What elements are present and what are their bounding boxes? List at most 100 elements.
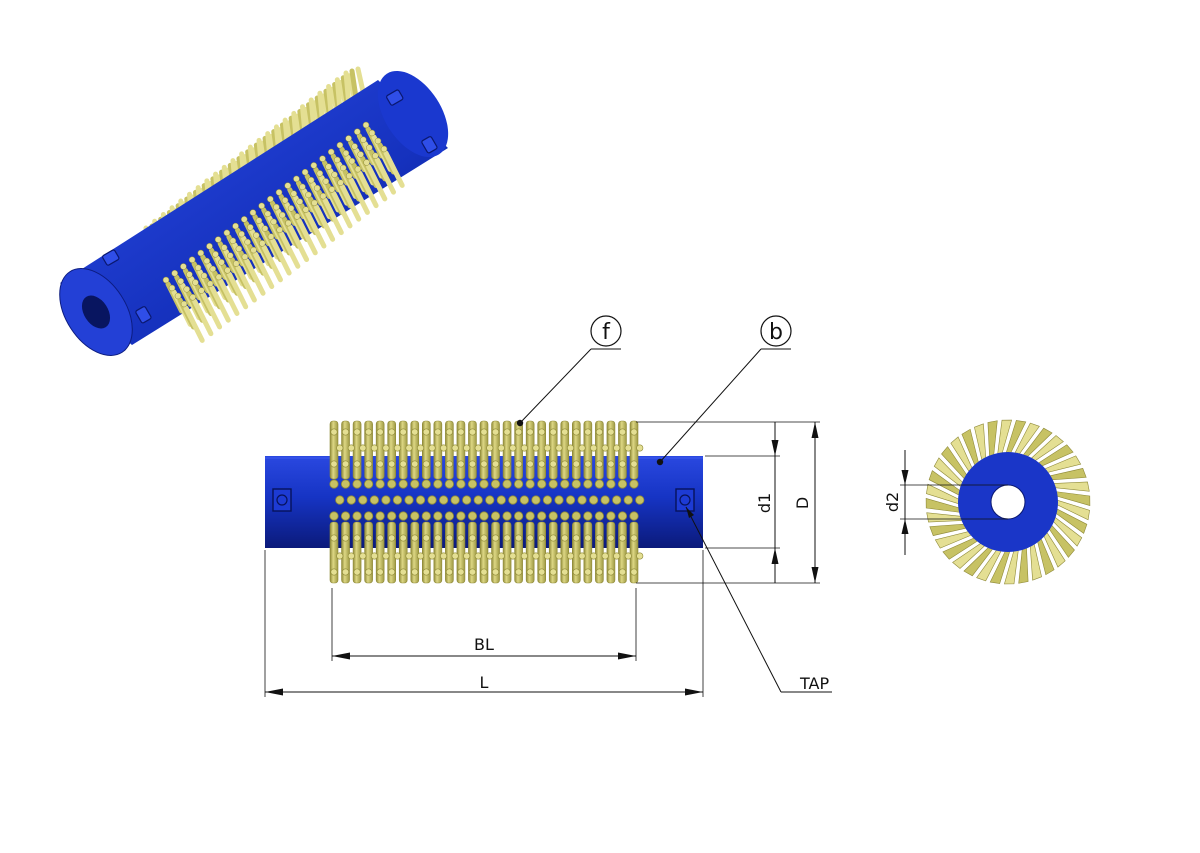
bristle-tip	[583, 511, 593, 521]
bristle-tip	[434, 568, 442, 576]
bristle-tip	[618, 460, 626, 468]
bristle-tip	[486, 444, 494, 452]
iso-bristle-tip	[284, 182, 291, 189]
bristle-tip	[606, 479, 616, 489]
callout-f-label: f	[602, 320, 611, 345]
bristle-tip	[624, 552, 632, 560]
bristle-tip	[589, 495, 599, 505]
bristle-tip	[492, 534, 500, 542]
bristle-tip	[508, 495, 518, 505]
iso-bristle-tip	[183, 286, 190, 293]
bristle-tip	[422, 428, 430, 436]
iso-bristle-tip	[363, 159, 370, 166]
iso-bristle-tip	[220, 244, 228, 251]
bristle-tip	[503, 460, 511, 468]
bristle-tip	[330, 534, 338, 542]
iso-bristle-tip	[339, 164, 347, 172]
iso-bristle	[331, 190, 353, 229]
bristle-tip	[532, 552, 540, 560]
bristle-tip	[353, 428, 361, 436]
bristle-tip	[370, 552, 378, 560]
bristle-tip	[387, 511, 397, 521]
bristle-tip	[617, 511, 628, 521]
bristle-tip	[467, 479, 478, 489]
iso-bristle-tip	[186, 271, 193, 278]
bristle-tip	[538, 534, 546, 542]
bristle-tip	[549, 428, 557, 436]
iso-bristle-tip	[345, 172, 353, 180]
bristle-tip	[445, 534, 453, 542]
bristle-tip	[548, 479, 558, 489]
bristle-tip	[526, 534, 534, 542]
bristle-tip	[474, 552, 482, 560]
iso-bristle	[244, 258, 266, 296]
bristle-tip	[364, 511, 374, 521]
iso-bristle-tip	[264, 210, 271, 218]
tap-hole-left	[272, 488, 292, 512]
bristle-tip	[439, 495, 449, 505]
iso-bristle-tip	[192, 279, 199, 286]
bristle-tip	[330, 568, 338, 576]
iso-bristle-tip	[290, 190, 297, 197]
tap-label: TAP	[799, 674, 829, 693]
bristle-tip	[421, 511, 431, 521]
bristle-tip	[340, 511, 351, 521]
bristle-tip	[445, 428, 453, 436]
dimension-lines: f b TAP BL L d1	[264, 315, 1008, 697]
bristle-tip	[399, 428, 407, 436]
bristle-tip	[492, 460, 500, 468]
bristle-tip	[365, 534, 373, 542]
bristle-tip	[480, 534, 488, 542]
iso-front-bristles	[162, 121, 405, 343]
bristle-tip	[381, 495, 391, 505]
iso-bristle	[287, 224, 310, 263]
bristle-tip	[468, 568, 476, 576]
bristle-tip	[336, 444, 344, 452]
iso-tap-hole	[102, 249, 120, 266]
bristle-tip	[571, 479, 581, 489]
bristle-tip	[492, 568, 500, 576]
bristle-tip	[451, 552, 459, 560]
bristle-tip	[352, 479, 362, 489]
bristle-tip	[434, 534, 442, 542]
iso-bristle-tip	[247, 224, 254, 231]
bristle-tip	[376, 428, 384, 436]
iso-bristle-tip	[171, 270, 178, 277]
iso-bristle-tip	[162, 276, 170, 284]
end-view	[925, 419, 1091, 585]
bristle-tip	[393, 444, 401, 452]
bristle-tip	[480, 460, 488, 468]
bristle-tip	[410, 511, 420, 521]
bristle-tip	[509, 444, 517, 452]
bristle-tip	[411, 568, 419, 576]
bristle-tip	[342, 568, 350, 576]
bristle-tip	[595, 460, 603, 468]
iso-bristle-tip	[325, 163, 332, 170]
bristle-tip	[572, 534, 580, 542]
bristle-tip	[376, 460, 384, 468]
bristle-tip	[457, 460, 465, 468]
bristle-tip	[375, 511, 385, 521]
bristle-tip	[578, 444, 586, 452]
bristle-tip	[554, 495, 564, 505]
end-bristle-ring	[925, 419, 1091, 585]
bristle-tip	[537, 479, 547, 489]
iso-bristle-tip	[345, 135, 352, 142]
iso-bristle-tip	[180, 300, 188, 308]
bristle-tip	[462, 495, 472, 505]
bristle-tip	[342, 460, 350, 468]
bristle-tip	[433, 479, 443, 489]
bristle-tip	[382, 444, 390, 452]
side-elevation-view	[265, 420, 703, 584]
bristle-tip	[560, 511, 570, 521]
iso-bristle-tip	[301, 168, 309, 176]
bristle-tip	[417, 444, 425, 452]
bristle-tip	[399, 460, 407, 468]
iso-bristle-tip	[374, 137, 382, 145]
iso-bristle-tip	[223, 229, 231, 237]
outer-diameter-label: D	[793, 497, 812, 509]
bristle-tip	[422, 568, 430, 576]
iso-bristle-tip	[212, 251, 219, 258]
bristle-tip	[601, 552, 609, 560]
iso-bristle	[305, 211, 327, 249]
